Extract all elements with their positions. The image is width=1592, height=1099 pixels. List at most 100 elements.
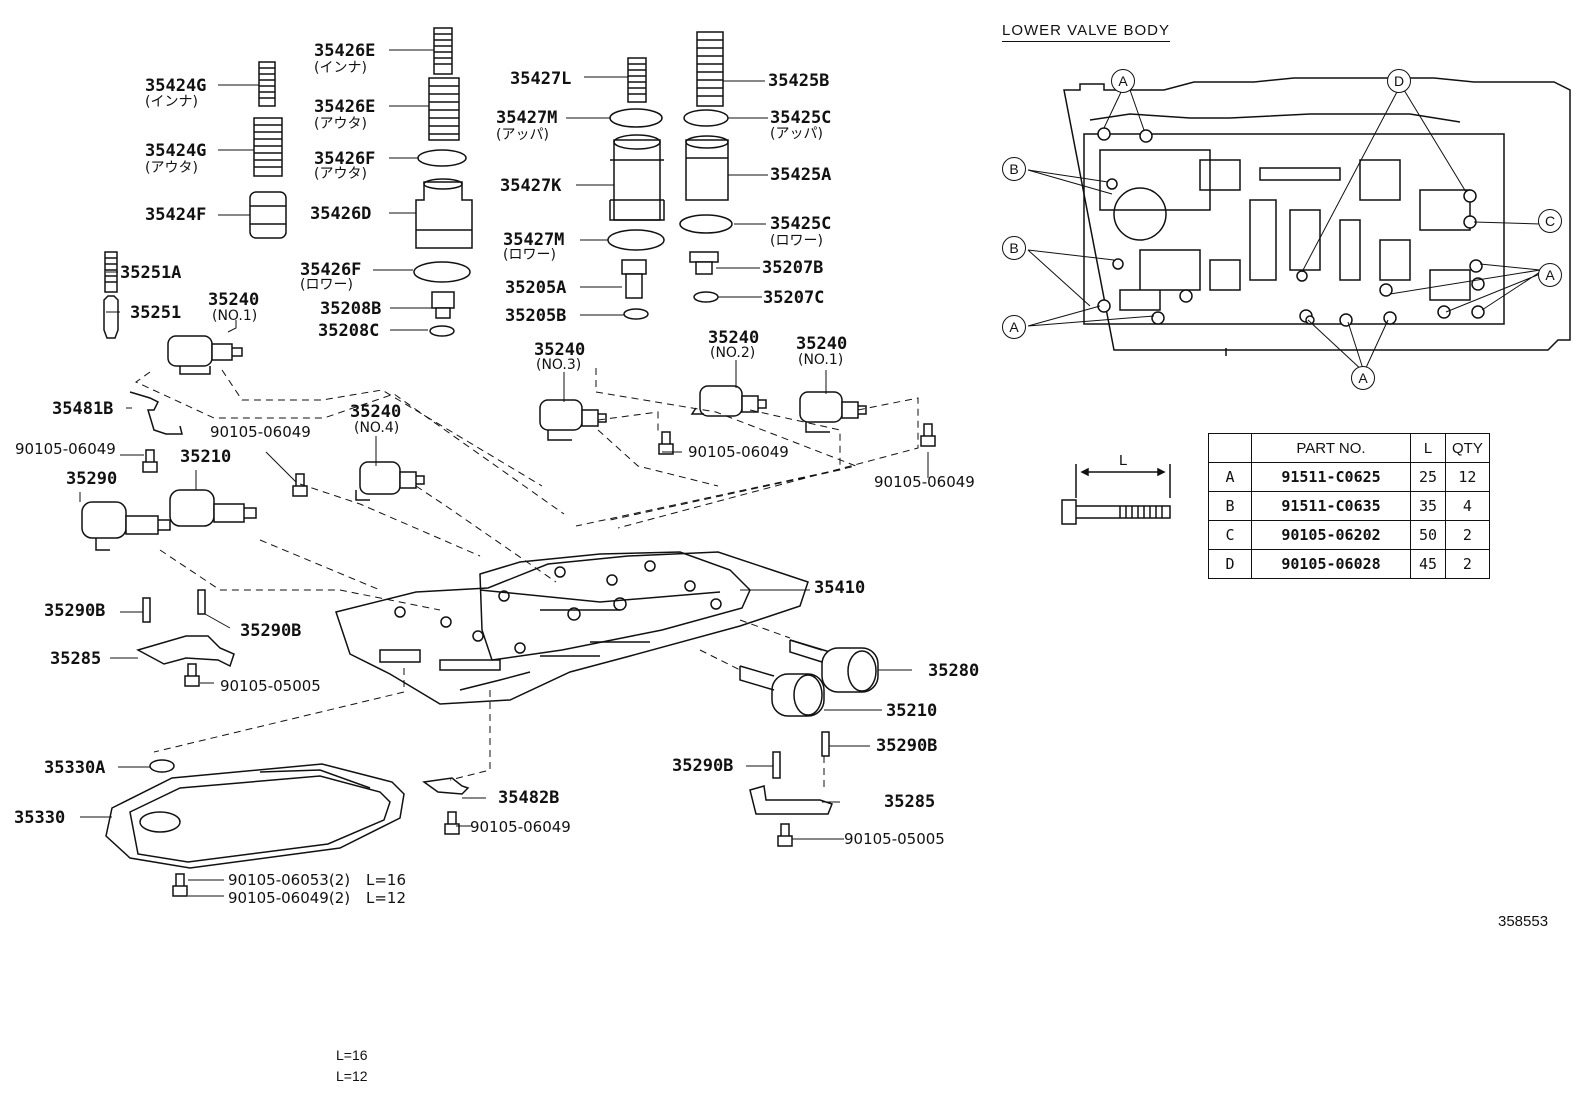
sleeve-35427K bbox=[609, 134, 665, 221]
table-cell-length: 25 bbox=[1410, 462, 1446, 492]
table-cell-qty: 2 bbox=[1445, 549, 1490, 579]
table-header-part-no: PART NO. bbox=[1251, 433, 1411, 463]
assembly-dashed-lines bbox=[135, 368, 919, 788]
footnote-length-1: L=16 bbox=[336, 1047, 368, 1063]
solenoid-35280 bbox=[789, 639, 879, 693]
solenoid-35240-no1-right bbox=[799, 391, 867, 433]
oil-strainer-35330 bbox=[105, 763, 405, 869]
table-cell-part-no: 90105-06028 bbox=[1251, 549, 1411, 579]
note-35240-no2: (NO.2) bbox=[710, 345, 756, 361]
label-35205A: 35205A bbox=[505, 278, 567, 298]
table-cell-part-no: 91511-C0625 bbox=[1251, 462, 1411, 492]
table-header-qty: QTY bbox=[1445, 433, 1490, 463]
note-35240-no3: (NO.3) bbox=[536, 357, 582, 373]
table-cell-key: B bbox=[1208, 491, 1252, 521]
label-35424G-inner: 35424G bbox=[145, 76, 207, 96]
table-row: C 90105-06202 50 2 bbox=[1208, 520, 1490, 550]
table-cell-length: 50 bbox=[1410, 520, 1446, 550]
solenoid-35240-no4 bbox=[355, 461, 425, 501]
label-35427L: 35427L bbox=[510, 69, 572, 89]
table-cell-length: 45 bbox=[1410, 549, 1446, 579]
label-35330: 35330 bbox=[14, 808, 66, 828]
spring-35427L bbox=[627, 57, 647, 103]
label-90105-06049-2: 90105-06049(2) bbox=[228, 889, 351, 907]
label-35425C-upper: 35425C bbox=[770, 108, 832, 128]
label-90105-06049-a: 90105-06049 bbox=[15, 440, 116, 458]
pin-35290B-d bbox=[821, 731, 830, 757]
spring-35425B bbox=[696, 31, 724, 107]
table-cell-part-no: 90105-06202 bbox=[1251, 520, 1411, 550]
label-35240-no1-left: 35240 bbox=[208, 290, 260, 310]
solenoid-35240-no1-left bbox=[167, 335, 243, 375]
label-90105-06049-2-length: L=12 bbox=[366, 889, 407, 907]
table-header-length: L bbox=[1410, 433, 1446, 463]
spring-35424G-inner bbox=[258, 61, 276, 107]
label-35290-top: 35290 bbox=[66, 469, 118, 489]
ring-35425C-lower bbox=[679, 214, 733, 234]
note-35427M-upper: (アッパ) bbox=[496, 127, 549, 143]
table-cell-qty: 12 bbox=[1445, 462, 1490, 492]
label-35210-right: 35210 bbox=[886, 701, 938, 721]
leader-lines bbox=[79, 49, 929, 897]
bolt-length-label: L bbox=[1119, 452, 1128, 469]
note-35240-no1-left: (NO.1) bbox=[212, 308, 258, 324]
table-cell-qty: 2 bbox=[1445, 520, 1490, 550]
callout-B-upper: B bbox=[1002, 157, 1026, 181]
spring-35426E-inner bbox=[433, 27, 453, 75]
table-cell-key: C bbox=[1208, 520, 1252, 550]
table-header-key bbox=[1208, 433, 1252, 463]
callout-A-right: A bbox=[1538, 263, 1562, 287]
note-35426F-outer: (アウタ) bbox=[314, 166, 367, 182]
label-35426E-outer: 35426E bbox=[314, 97, 376, 117]
ring-35207C bbox=[693, 291, 719, 303]
callout-C: C bbox=[1538, 209, 1562, 233]
note-35426F-lower: (ロワー) bbox=[300, 277, 353, 293]
sleeve-35426D bbox=[415, 178, 473, 249]
note-35427M-lower: (ロワー) bbox=[503, 247, 556, 263]
label-35426D: 35426D bbox=[310, 204, 372, 224]
table-cell-key: D bbox=[1208, 549, 1252, 579]
note-35240-no4: (NO.4) bbox=[354, 420, 400, 436]
label-35207C: 35207C bbox=[763, 288, 825, 308]
note-35240-no1-right: (NO.1) bbox=[798, 352, 844, 368]
label-35240-no1-right: 35240 bbox=[796, 334, 848, 354]
callout-B-lower: B bbox=[1002, 236, 1026, 260]
footnote-length-2: L=12 bbox=[336, 1068, 368, 1084]
label-35290B-d: 35290B bbox=[876, 736, 938, 756]
label-90105-06053: 90105-06053(2) bbox=[228, 871, 351, 889]
note-35425C-upper: (アッパ) bbox=[770, 126, 823, 142]
solenoid-35210-right bbox=[739, 665, 825, 717]
table-row: A 91511-C0625 25 12 bbox=[1208, 462, 1490, 492]
label-35207B: 35207B bbox=[762, 258, 824, 278]
label-35426F-lower: 35426F bbox=[300, 260, 362, 280]
bolt-length-diagram bbox=[1061, 464, 1171, 525]
table-cell-key: A bbox=[1208, 462, 1252, 492]
ring-35426F-outer bbox=[417, 149, 467, 167]
callout-D: D bbox=[1387, 69, 1411, 93]
label-35427K: 35427K bbox=[500, 176, 562, 196]
label-35424F: 35424F bbox=[145, 205, 207, 225]
spring-35426E-outer bbox=[428, 77, 460, 141]
label-90105-06049-b: 90105-06049 bbox=[210, 423, 311, 441]
label-35251: 35251 bbox=[130, 303, 182, 323]
view-title: LOWER VALVE BODY bbox=[1002, 22, 1170, 42]
label-35280: 35280 bbox=[928, 661, 980, 681]
plug-35424F bbox=[249, 191, 287, 239]
table-cell-part-no: 91511-C0635 bbox=[1251, 491, 1411, 521]
label-90105-05005-left: 90105-05005 bbox=[220, 677, 321, 695]
plug-35207B bbox=[689, 251, 719, 275]
table-cell-qty: 4 bbox=[1445, 491, 1490, 521]
table-cell-length: 35 bbox=[1410, 491, 1446, 521]
label-35210-top: 35210 bbox=[180, 447, 232, 467]
ring-35330A bbox=[149, 759, 175, 773]
label-35410: 35410 bbox=[814, 578, 866, 598]
label-90105-06053-length: L=16 bbox=[366, 871, 407, 889]
label-35481B: 35481B bbox=[52, 399, 114, 419]
plug-35205A bbox=[621, 259, 647, 299]
ring-35427M-lower bbox=[607, 229, 665, 251]
plug-35208B bbox=[431, 291, 455, 319]
label-35424G-outer: 35424G bbox=[145, 141, 207, 161]
bracket-35481B bbox=[129, 391, 183, 435]
callout-A-left: A bbox=[1002, 315, 1026, 339]
